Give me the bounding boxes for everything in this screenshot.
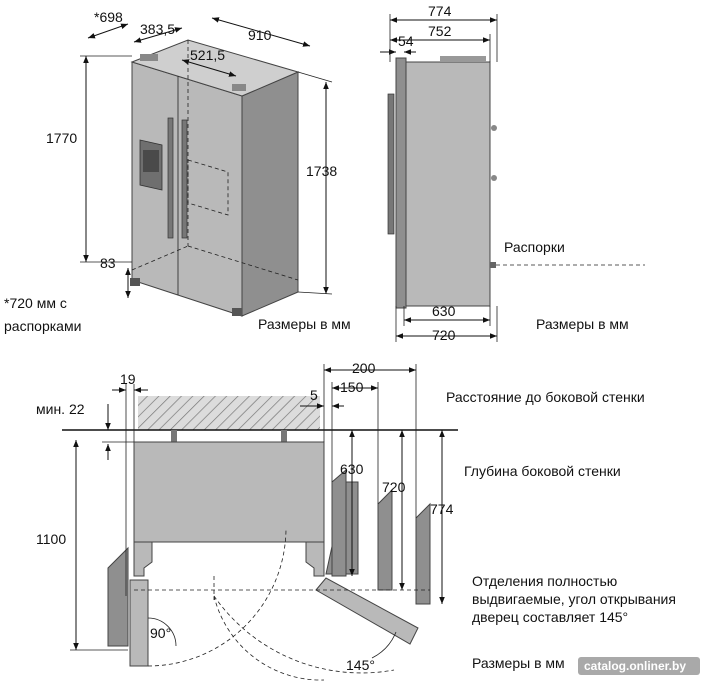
dim-min: мин. 22 xyxy=(36,401,85,417)
plan-body xyxy=(133,441,325,543)
dim-depth-b: 720 xyxy=(432,327,456,343)
dim-1100: 1100 xyxy=(36,531,66,547)
dim-5: 5 xyxy=(310,387,318,403)
right-door-open xyxy=(315,577,419,645)
units-label-bottom: Размеры в мм xyxy=(472,655,565,671)
dim-door-depth: 54 xyxy=(398,33,414,49)
dim-150: 150 xyxy=(340,379,364,395)
side-fridge-view: 774 752 54 630 720 Распорки Размеры в мм xyxy=(380,3,645,343)
side-door xyxy=(395,57,407,309)
side-body xyxy=(403,61,491,307)
dim-720: 720 xyxy=(382,479,406,495)
dim-depth-a: 630 xyxy=(432,303,456,319)
dim-774: 774 xyxy=(430,501,454,517)
label-drawers-3: дверец составляет 145° xyxy=(472,609,628,625)
dim-offset-b: 521,5 xyxy=(190,47,225,63)
dim-height-total: 1770 xyxy=(46,130,77,146)
units-label-right: Размеры в мм xyxy=(536,316,629,332)
dim-foot: 83 xyxy=(100,255,116,271)
label-side-wall-distance: Расстояние до боковой стенки xyxy=(446,389,645,405)
plan-view: 19 мин. 22 200 150 5 1100 630 720 774 90… xyxy=(36,360,676,681)
units-label-left: Размеры в мм xyxy=(258,316,351,332)
side-wall-720 xyxy=(377,488,393,591)
angle-145: 145° xyxy=(346,657,375,673)
label-side-wall-depth: Глубина боковой стенки xyxy=(464,463,621,479)
dim-630: 630 xyxy=(340,461,364,477)
dim-gap: 19 xyxy=(120,371,136,387)
fridge-side-face xyxy=(241,71,299,317)
dim-width: 910 xyxy=(248,27,272,43)
watermark-background xyxy=(578,657,700,675)
angle-90: 90° xyxy=(150,625,171,641)
left-door-open xyxy=(129,579,149,667)
label-drawers-1: Отделения полностью xyxy=(472,573,617,589)
dim-offset-a: 383,5 xyxy=(140,21,175,37)
isometric-fridge-view: *698 383,5 521,5 910 1770 1738 83 *720 м… xyxy=(4,9,351,334)
spacers-label: Распорки xyxy=(504,239,565,255)
dim-depth-star: *698 xyxy=(94,9,123,25)
note-line-2: распорками xyxy=(4,318,81,334)
side-wall-630 xyxy=(331,468,347,577)
label-drawers-2: выдвигаемые, угол открывания xyxy=(472,591,676,607)
side-wall-774 xyxy=(415,502,431,605)
back-wall-hatch xyxy=(138,396,320,430)
dim-height-body: 1738 xyxy=(306,163,337,179)
watermark-text: catalog.onliner.by xyxy=(584,659,686,673)
note-line-1: *720 мм с xyxy=(4,295,67,311)
dim-total-depth: 774 xyxy=(428,3,452,19)
dim-body-depth: 752 xyxy=(428,23,452,39)
dim-200: 200 xyxy=(352,360,376,376)
